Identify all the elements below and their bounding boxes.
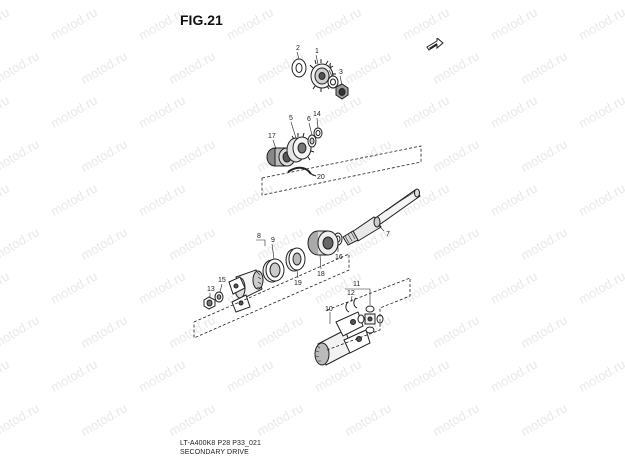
washer-part-15 bbox=[214, 291, 224, 303]
callout-17: 17 bbox=[268, 133, 276, 140]
ring-part-14 bbox=[313, 127, 323, 139]
nut-part-13 bbox=[203, 296, 216, 310]
callout-11: 11 bbox=[353, 281, 360, 288]
group-frame-yoke bbox=[326, 277, 411, 351]
callout-9: 9 bbox=[271, 237, 275, 244]
callout-2: 2 bbox=[296, 45, 300, 52]
drive-shaft-part-7 bbox=[342, 188, 421, 246]
callout-13: 13 bbox=[207, 286, 215, 293]
figure-title: FIG.21 bbox=[180, 12, 223, 28]
spider-part-11 bbox=[357, 305, 384, 334]
callout-12: 12 bbox=[347, 290, 355, 297]
callout-numbers: 1 2 3 4 5 6 7 8 9 10 11 12 13 14 15 16 1… bbox=[207, 45, 390, 313]
callout-5: 5 bbox=[289, 115, 293, 122]
bearing-part-18 bbox=[307, 230, 339, 256]
callout-15: 15 bbox=[218, 277, 226, 284]
callout-7: 7 bbox=[386, 231, 390, 238]
callout-4: 4 bbox=[328, 63, 332, 70]
bearing-part-9 bbox=[262, 258, 285, 283]
washer-part-6 bbox=[307, 134, 317, 148]
callout-20: 20 bbox=[317, 174, 325, 181]
seal-part-19 bbox=[285, 247, 306, 272]
yoke-part-8 bbox=[228, 269, 264, 313]
callout-3: 3 bbox=[339, 69, 343, 76]
snap-ring-part-20 bbox=[287, 166, 317, 177]
model-code: LT-A400K8 P28 P33_021 bbox=[180, 440, 261, 447]
callout-14: 14 bbox=[313, 111, 321, 118]
callout-18: 18 bbox=[317, 271, 325, 278]
washer-part-2 bbox=[291, 58, 307, 78]
nut-part-3 bbox=[335, 83, 349, 100]
group-frame-lower bbox=[193, 253, 350, 339]
callout-6: 6 bbox=[307, 116, 311, 123]
callout-8: 8 bbox=[257, 233, 261, 240]
yoke-part-10 bbox=[314, 311, 371, 366]
callout-19: 19 bbox=[294, 280, 302, 287]
ring-part-4 bbox=[327, 75, 339, 89]
callout-1: 1 bbox=[315, 48, 319, 55]
leader-lines bbox=[209, 51, 385, 324]
group-frame-upper bbox=[261, 145, 422, 196]
section-title: SECONDARY DRIVE bbox=[180, 449, 249, 456]
callout-16: 16 bbox=[335, 254, 343, 261]
callout-10: 10 bbox=[325, 306, 333, 313]
forward-arrow-icon bbox=[426, 38, 444, 51]
